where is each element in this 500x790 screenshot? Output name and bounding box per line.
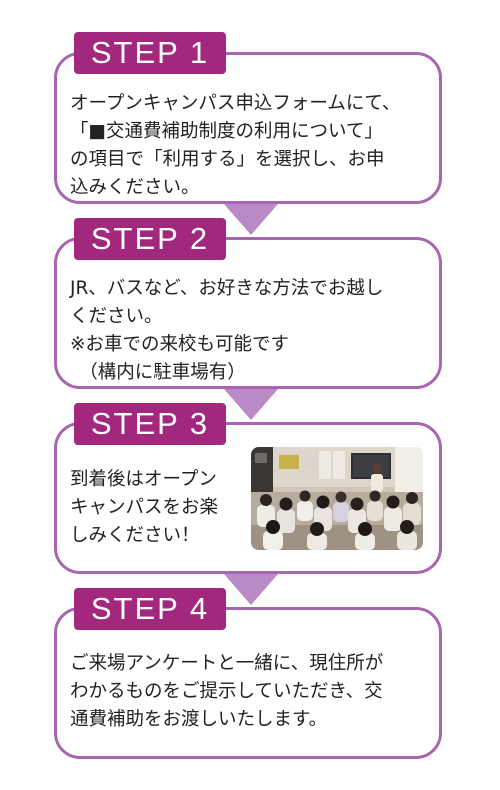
step-2-text: JR、バスなど、お好きな方法でお越し ください。 ※お車での来校も可能です （構… (70, 278, 384, 383)
step-arrow-2 (224, 389, 278, 420)
step-1-text: オープンキャンパス申込フォームにて、 「■交通費補助制度の利用について」 の項目… (70, 93, 401, 198)
step-1-tab: STEP 1 (74, 32, 226, 74)
step-3-text: 到着後はオープン キャンパスをお楽 しみください！ (70, 469, 219, 546)
step-4-tab: STEP 4 (74, 588, 226, 630)
step-arrow-3 (224, 574, 278, 605)
open-campus-photo (251, 447, 423, 550)
step-2-tab: STEP 2 (74, 218, 226, 260)
step-1-box (54, 52, 442, 204)
step-4-box (54, 607, 442, 759)
step-2-box (54, 237, 442, 389)
step-4-text: ご来場アンケートと一緒に、現住所が わかるものをご提示していただき、交 通費補助… (70, 653, 384, 730)
step-arrow-1 (224, 204, 278, 235)
step-3-tab: STEP 3 (74, 403, 226, 445)
